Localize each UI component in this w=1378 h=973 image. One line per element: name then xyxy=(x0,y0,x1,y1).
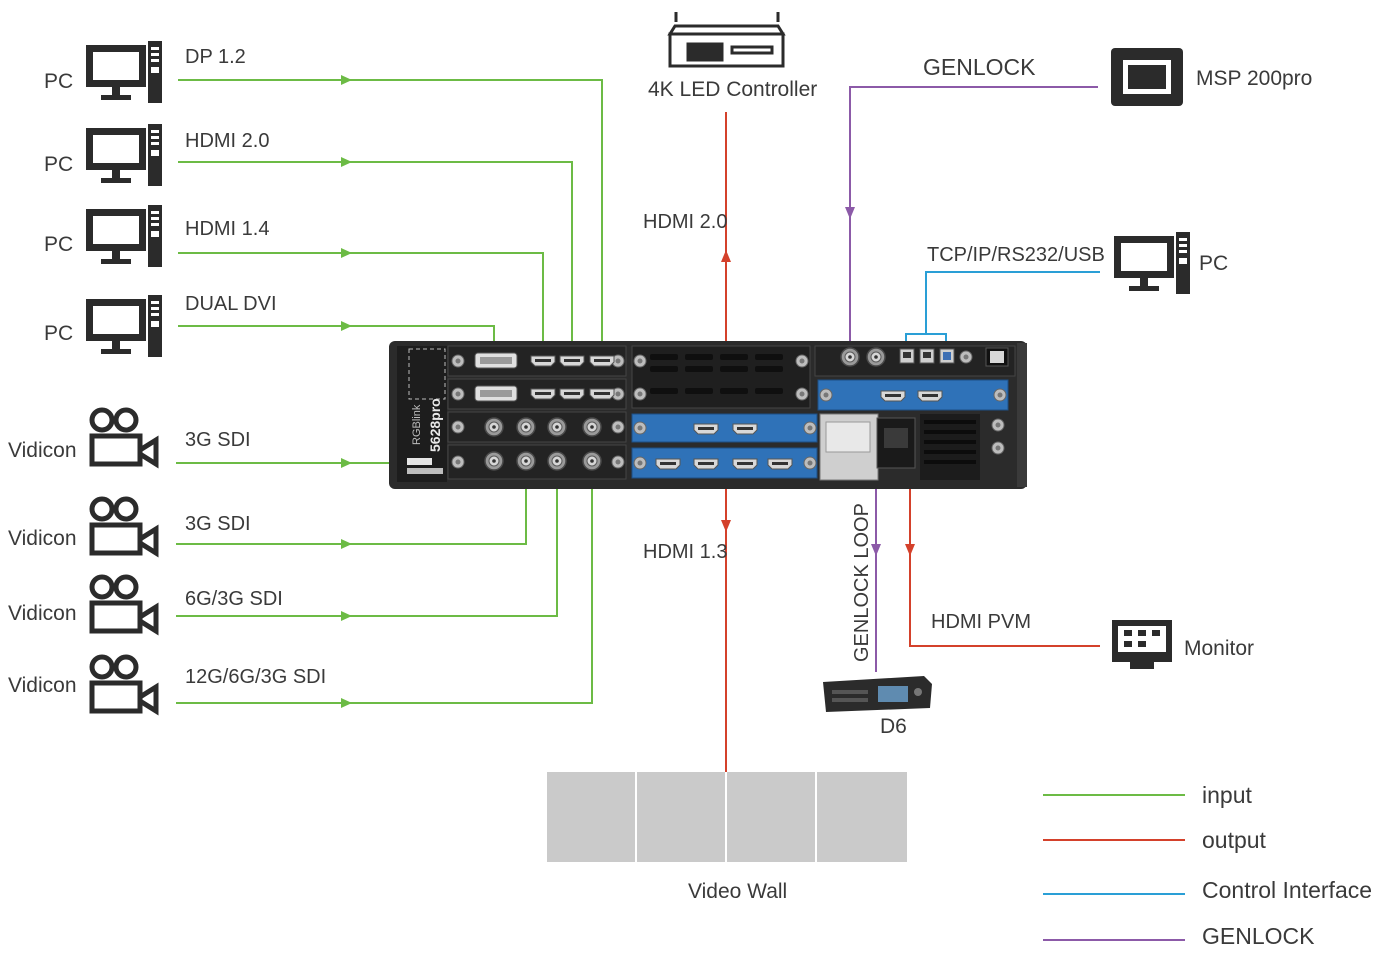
msp-label: MSP 200pro xyxy=(1196,67,1312,90)
legend-label: output xyxy=(1202,827,1267,853)
control-pc-label: PC xyxy=(1199,252,1228,275)
line-sdi3 xyxy=(176,462,558,617)
processor-model-label: 5628pro xyxy=(427,398,443,452)
signal-label: DP 1.2 xyxy=(185,46,246,68)
video-processor: 5628pro RGBlink xyxy=(389,341,1027,489)
monitor-label: Monitor xyxy=(1184,637,1254,660)
genlock-signal-label: GENLOCK xyxy=(923,54,1036,80)
d6-icon xyxy=(823,676,932,712)
source-label: PC xyxy=(44,322,73,345)
video-wall: Video Wall xyxy=(547,772,907,903)
pc-icon xyxy=(86,295,162,357)
d6-device: D6 GENLOCK LOOP xyxy=(823,503,932,738)
pc-icon xyxy=(86,124,162,186)
line-sdi4 xyxy=(176,462,593,704)
line-sdi2 xyxy=(176,462,527,545)
legend-item: Control Interface xyxy=(1043,877,1372,903)
signal-label: DUAL DVI xyxy=(185,293,277,315)
control-pc: PC TCP/IP/RS232/USB xyxy=(927,232,1228,294)
input-source: PC HDMI 2.0 xyxy=(44,124,269,186)
input-source: Vidicon 3G SDI xyxy=(8,499,251,553)
source-label: Vidicon xyxy=(8,527,77,550)
input-lines xyxy=(176,79,603,704)
genlock-loop-label: GENLOCK LOOP xyxy=(851,503,873,662)
d6-label: D6 xyxy=(880,715,907,738)
signal-label: 3G SDI xyxy=(185,429,251,451)
legend-label: Control Interface xyxy=(1202,877,1372,903)
input-source: Vidicon 3G SDI xyxy=(8,410,251,464)
signal-label: 12G/6G/3G SDI xyxy=(185,666,326,688)
line-genlock xyxy=(849,86,1098,350)
source-label: PC xyxy=(44,70,73,93)
led-controller: 4K LED Controller HDMI 2.0 xyxy=(643,12,817,233)
pc-icon xyxy=(86,205,162,267)
signal-label: HDMI 2.0 xyxy=(185,130,269,152)
led-controller-label: 4K LED Controller xyxy=(648,78,817,101)
pc-icon xyxy=(1114,232,1190,294)
led-controller-icon xyxy=(667,12,786,68)
legend-label: GENLOCK xyxy=(1202,923,1315,949)
legend-item: GENLOCK xyxy=(1043,923,1315,949)
signal-label: 6G/3G SDI xyxy=(185,588,283,610)
source-label: Vidicon xyxy=(8,439,77,462)
line-hdmi20-in xyxy=(178,161,573,360)
input-source: PC DUAL DVI xyxy=(44,293,277,357)
line-dp12 xyxy=(178,79,603,360)
processor-brand-label: RGBlink xyxy=(411,404,423,445)
camera-icon xyxy=(92,577,156,631)
camera-icon xyxy=(92,657,156,711)
genlock-arrows xyxy=(845,207,881,556)
monitor: Monitor HDMI PVM xyxy=(931,611,1254,669)
legend-item: input xyxy=(1043,782,1252,808)
source-label: PC xyxy=(44,233,73,256)
camera-icon xyxy=(92,410,156,464)
legend: input output Control Interface GENLOCK xyxy=(1043,782,1372,949)
hdmi13-label: HDMI 1.3 xyxy=(643,541,727,563)
signal-label: 3G SDI xyxy=(185,513,251,535)
output-arrows xyxy=(721,250,915,556)
source-label: PC xyxy=(44,153,73,176)
camera-icon xyxy=(92,499,156,553)
control-lines xyxy=(905,271,1100,352)
input-source: Vidicon 12G/6G/3G SDI xyxy=(8,657,326,711)
source-label: Vidicon xyxy=(8,674,77,697)
hdmi-pvm-label: HDMI PVM xyxy=(931,611,1031,633)
video-wall-label: Video Wall xyxy=(688,880,787,903)
input-source: Vidicon 6G/3G SDI xyxy=(8,577,283,631)
tcp-label: TCP/IP/RS232/USB xyxy=(927,244,1105,266)
line-tcp xyxy=(925,271,1100,334)
hdmi20-output-label: HDMI 2.0 xyxy=(643,211,727,233)
input-arrows xyxy=(341,75,352,708)
pc-icon xyxy=(86,41,162,103)
input-source: PC HDMI 1.4 xyxy=(44,205,269,267)
legend-label: input xyxy=(1202,782,1252,808)
input-sources: PC DP 1.2 PC HDMI 2.0 PC HDMI 1.4 PC DUA… xyxy=(8,41,326,711)
line-hdmi14 xyxy=(178,252,544,360)
legend-item: output xyxy=(1043,827,1267,853)
msp-200pro: MSP 200pro GENLOCK xyxy=(923,48,1312,106)
input-source: PC DP 1.2 xyxy=(44,41,246,103)
monitor-icon xyxy=(1112,620,1172,669)
signal-label: HDMI 1.4 xyxy=(185,218,269,240)
source-label: Vidicon xyxy=(8,602,77,625)
